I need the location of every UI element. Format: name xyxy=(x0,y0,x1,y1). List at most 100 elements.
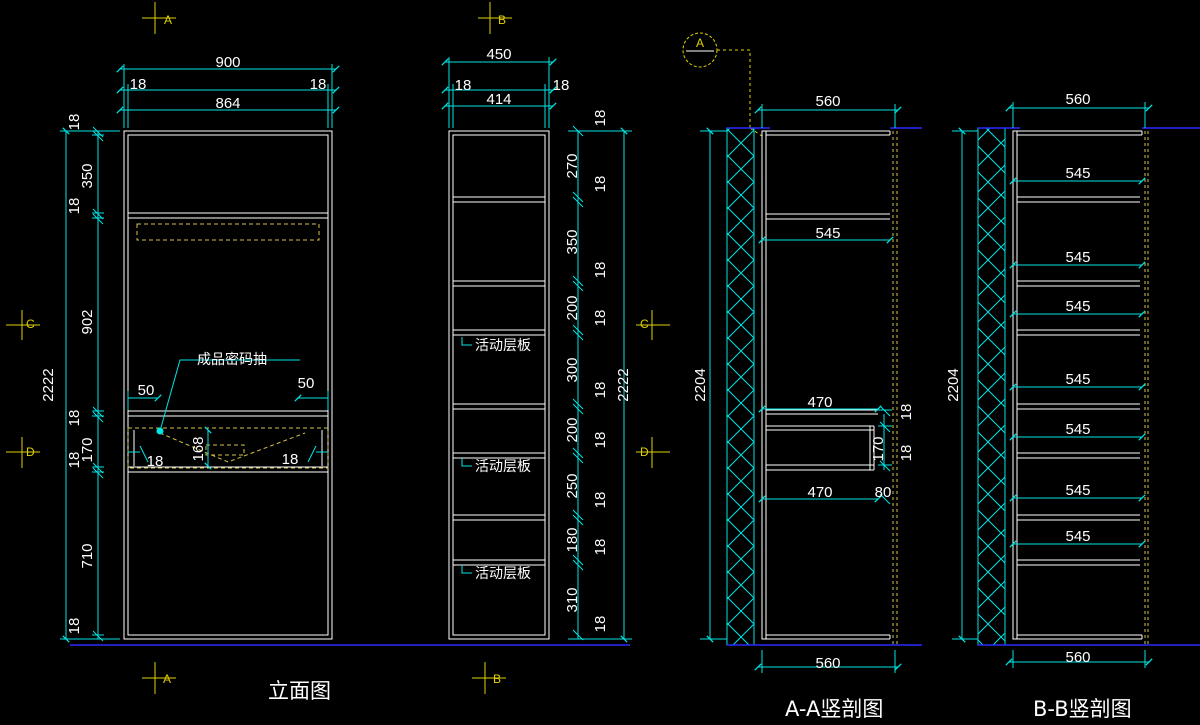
elevation-overall-width: 900 xyxy=(215,54,240,71)
section-aa-drawer-height: 170 xyxy=(870,436,887,461)
side-h-13: 180 xyxy=(564,527,581,552)
detail-marker-a xyxy=(682,32,766,139)
elevation-h-shelf-1: 18 xyxy=(66,198,83,215)
shelf-leaders xyxy=(461,337,472,574)
drawer-annotation-lines xyxy=(127,359,329,470)
section-aa-title: A-A竖剖图 xyxy=(785,697,883,721)
section-bb-cabinet xyxy=(1012,130,1143,640)
shelf-label-2: 活动层板 xyxy=(475,459,531,475)
side-width-dims xyxy=(441,57,557,128)
elevation-h-top-panel: 18 xyxy=(66,114,83,131)
axis-marker-b-bottom xyxy=(472,662,506,694)
shelf-label-3: 活动层板 xyxy=(475,566,531,582)
drawer-side-right: 18 xyxy=(282,451,299,468)
elevation-height-dims xyxy=(60,126,120,643)
axis-marker-c-left xyxy=(6,310,40,340)
section-bb-bottom-width: 560 xyxy=(1065,649,1090,666)
drawer-handle-hidden xyxy=(159,432,306,463)
side-h-14: 18 xyxy=(592,539,609,556)
drawer-hidden-outline xyxy=(127,427,329,469)
elevation-width-dims xyxy=(116,64,340,128)
side-h-16: 18 xyxy=(592,616,609,633)
hanging-rail-hidden xyxy=(136,223,320,241)
axis-label-c-left: C xyxy=(26,317,35,331)
elevation-h-bottom-panel: 18 xyxy=(66,618,83,635)
side-h-0: 18 xyxy=(592,110,609,127)
side-h-3: 350 xyxy=(564,229,581,254)
drawer-side-left: 18 xyxy=(147,453,164,470)
side-panel-left: 18 xyxy=(455,77,472,94)
axis-marker-d-right xyxy=(636,437,670,468)
side-h-7: 300 xyxy=(564,357,581,382)
side-h-12: 18 xyxy=(592,492,609,509)
elevation-overall-height: 2222 xyxy=(40,368,57,401)
elevation-outer-frame xyxy=(123,130,333,640)
section-aa-drawer-width-bottom: 470 xyxy=(807,484,832,501)
elevation-h-drawer: 170 xyxy=(79,437,96,462)
detail-marker-a-label: A xyxy=(696,36,704,50)
section-bb-shelf-depth-4: 545 xyxy=(1065,371,1090,388)
axis-marker-b-top xyxy=(478,2,512,34)
section-bb-shelf-depth-1: 545 xyxy=(1065,165,1090,182)
section-aa-overall-height: 2204 xyxy=(692,368,709,401)
elevation-h-bottom: 710 xyxy=(79,543,96,568)
axis-label-a-bottom: A xyxy=(163,672,171,686)
section-bb-dims xyxy=(952,102,1153,668)
elevation-panel-right: 18 xyxy=(310,76,327,93)
side-height-dims xyxy=(568,125,632,643)
elevation-view xyxy=(123,130,333,640)
section-bb-shelf-depth-7: 545 xyxy=(1065,528,1090,545)
side-panel-right: 18 xyxy=(553,77,570,94)
section-bb-shelf-depth-2: 545 xyxy=(1065,249,1090,266)
side-h-10: 18 xyxy=(592,432,609,449)
axis-label-d-left: D xyxy=(26,445,35,459)
section-aa-drawer-panel-top: 18 xyxy=(898,404,915,421)
elevation-h-shelf-2: 18 xyxy=(66,410,83,427)
side-view xyxy=(448,130,550,640)
axis-marker-d-left xyxy=(6,437,40,468)
elevation-panel-left: 18 xyxy=(130,76,147,93)
side-overall-width: 450 xyxy=(486,46,511,63)
axis-marker-a-top xyxy=(142,2,176,34)
section-bb-wall xyxy=(977,127,1200,646)
elevation-h-top-compartment: 350 xyxy=(79,163,96,188)
section-aa-drawer-panel-bottom: 18 xyxy=(898,445,915,462)
drawer-lock-hidden xyxy=(205,444,245,456)
drawer-offset-right: 50 xyxy=(298,375,315,392)
section-bb-shelf-depth-6: 545 xyxy=(1065,482,1090,499)
section-bb-door-hidden xyxy=(1144,131,1149,645)
elevation-h-hanging: 902 xyxy=(79,309,96,334)
section-aa-drawer-width-top: 470 xyxy=(807,394,832,411)
axis-label-c-right: C xyxy=(640,317,649,331)
side-h-4: 18 xyxy=(592,262,609,279)
drawer-label: 成品密码抽 xyxy=(197,351,267,368)
section-bb-shelf-depth-5: 545 xyxy=(1065,421,1090,438)
elevation-h-shelf-3: 18 xyxy=(66,452,83,469)
side-h-1: 270 xyxy=(564,153,581,178)
section-aa-dims xyxy=(700,104,902,673)
section-bb-top-width: 560 xyxy=(1065,91,1090,108)
side-h-11: 250 xyxy=(564,473,581,498)
section-aa-top-width: 560 xyxy=(815,93,840,110)
side-h-8: 18 xyxy=(592,382,609,399)
axis-marker-c-right xyxy=(636,310,670,340)
elevation-inner-frame xyxy=(127,134,329,636)
side-inner-width: 414 xyxy=(486,91,511,108)
section-aa-cabinet xyxy=(761,130,891,640)
axis-marker-a-bottom xyxy=(142,662,176,694)
section-aa-bottom-width: 560 xyxy=(815,655,840,672)
section-bb-shelf-depth-3: 545 xyxy=(1065,298,1090,315)
drawer-inner-height: 168 xyxy=(190,436,207,461)
section-aa-wall xyxy=(726,127,922,646)
side-h-15: 310 xyxy=(564,587,581,612)
section-aa-shelf-depth: 545 xyxy=(815,225,840,242)
side-h-9: 200 xyxy=(564,417,581,442)
axis-label-a-top: A xyxy=(164,13,172,27)
section-bb-overall-height: 2204 xyxy=(945,368,962,401)
side-h-2: 18 xyxy=(592,176,609,193)
axis-label-b-top: B xyxy=(498,13,506,27)
elevation-inner-width: 864 xyxy=(215,95,240,112)
side-overall-height: 2222 xyxy=(615,368,632,401)
section-bb-title: B-B竖剖图 xyxy=(1033,697,1132,721)
